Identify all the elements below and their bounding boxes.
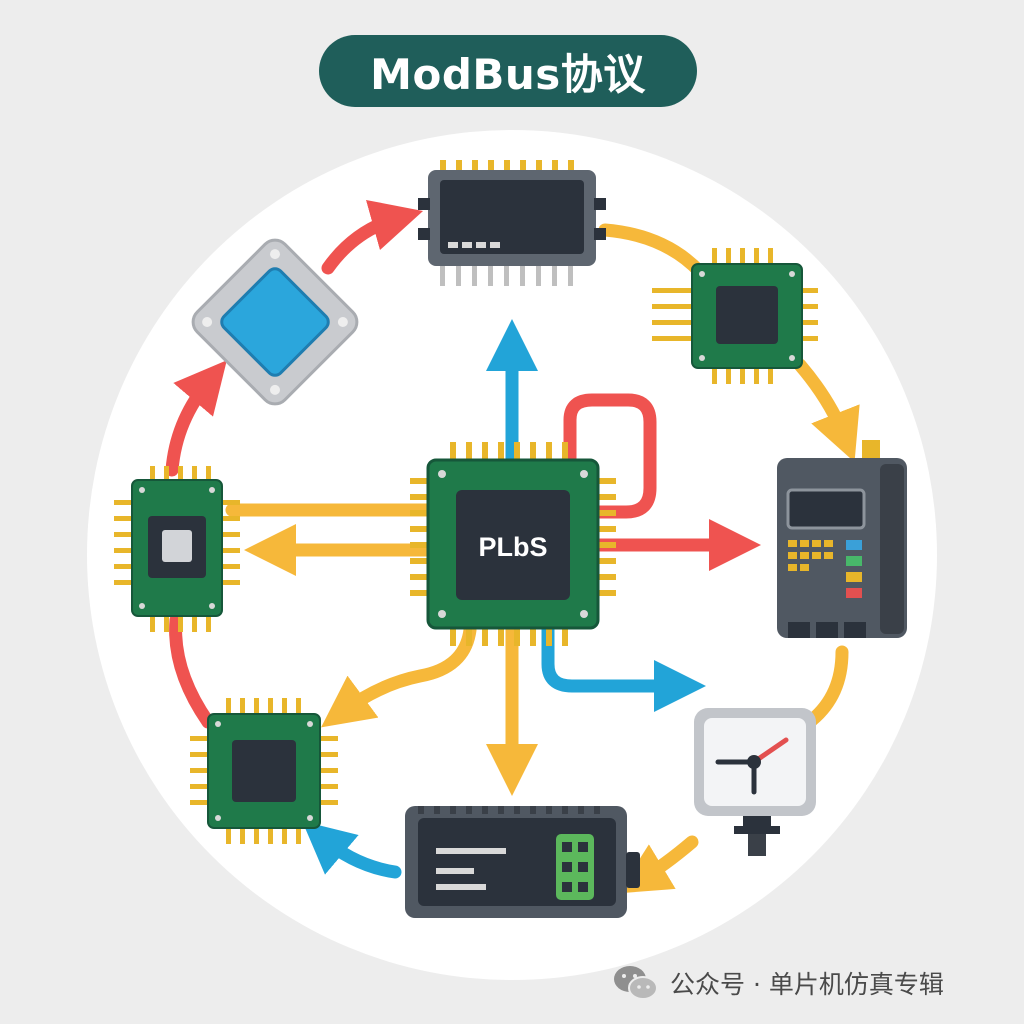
right-top-chip-icon (652, 248, 818, 384)
arrow-yellow-to-plc (793, 358, 860, 463)
page-title: ModBus协议 (370, 49, 646, 99)
hub-arrows (225, 319, 761, 796)
processor-icon (191, 238, 359, 406)
arrow-red-bottomleft-to-left (169, 613, 215, 729)
ring-arrows (165, 199, 860, 894)
loop-red (563, 393, 657, 519)
arrow-red-to-top-chip (321, 199, 424, 275)
wechat-icon (614, 966, 658, 1000)
arrow-blue-downright (541, 623, 706, 712)
arrow-yellow-plc-to-gauge (805, 645, 849, 727)
watermark: 公众号 · 单片机仿真专辑 (612, 960, 944, 1006)
title-badge: ModBus协议 (319, 35, 697, 107)
gauge-icon (694, 708, 816, 856)
arrow-blue-io-to-bottomleft (302, 821, 402, 879)
top-ic-chip-icon (418, 160, 606, 286)
central-plc-chip-icon: PLbS (410, 442, 616, 646)
arrow-yellow-downleft (321, 623, 477, 728)
central-chip-label: PLbS (478, 532, 547, 562)
watermark-text: 公众号 · 单片机仿真专辑 (670, 970, 944, 999)
plc-controller-icon (777, 440, 907, 638)
bottom-left-chip-icon (190, 698, 338, 844)
io-module-icon (405, 806, 640, 918)
arrow-yellow-top-to-right (598, 223, 707, 279)
left-chip-icon (114, 466, 240, 632)
arrow-red-left-to-processor (165, 360, 227, 477)
arrow-yellow-gauge-to-io (617, 835, 699, 894)
